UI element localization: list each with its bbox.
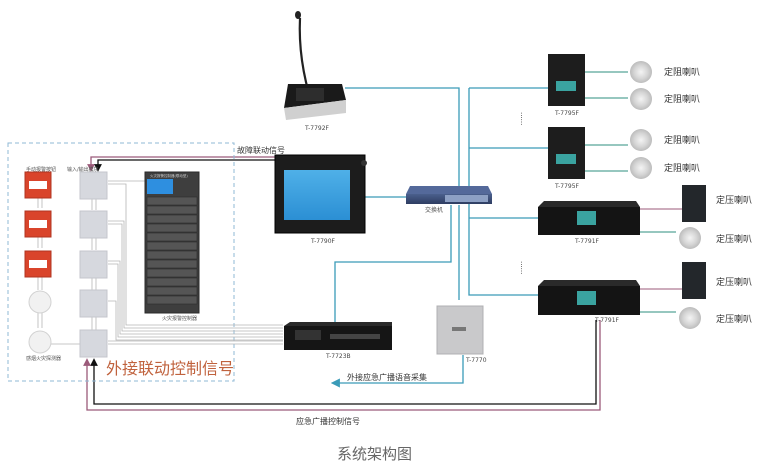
smoke-detector [28, 290, 52, 314]
cv-speaker-label: 定压喇叭 [716, 276, 752, 288]
fixed-speaker-label: 定阻喇叭 [664, 66, 700, 78]
external-linkage-label: 外接联动控制信号 [106, 359, 234, 378]
rack-terminal [538, 201, 640, 235]
rack-terminal [538, 280, 640, 315]
smoke-detector-label: 感烟火灾探测器 [26, 355, 61, 362]
host-controller [274, 154, 367, 234]
fire-panel-label: 火灾报警控制器 [162, 315, 197, 322]
cv-speaker-label: 定压喇叭 [716, 233, 752, 245]
emergency-control-black [90, 320, 597, 405]
io-module [79, 250, 108, 279]
speaker-lines-fixed [585, 71, 628, 172]
manual-alarm-button [24, 250, 52, 278]
fire-alarm-controller: 火灾报警控制器(联动型) [144, 171, 200, 314]
ceiling-speaker [630, 88, 652, 110]
diagram-caption: 系统架构图 [337, 445, 412, 463]
io-module [79, 329, 108, 358]
fixed-speaker-label: 定阻喇叭 [664, 162, 700, 174]
host-model: T-7790F [310, 238, 336, 245]
ceiling-speaker [679, 227, 701, 249]
rack-terminal-2-model: T-7791F [594, 317, 620, 324]
box-speaker [682, 262, 706, 299]
wall-terminal-2-model: T-7795F [554, 183, 580, 190]
smoke-detector [28, 330, 52, 354]
wall-terminal-1-model: T-7795F [554, 110, 580, 117]
ellipsis-lower: ······ [517, 261, 525, 274]
ceiling-speaker [630, 61, 652, 83]
cv-speaker-label: 定压喇叭 [716, 194, 752, 206]
amp-matrix-model: T-7723B [325, 353, 351, 360]
manual-alarm-button [24, 210, 52, 238]
io-module-label: 输入/输出模块 [67, 166, 99, 173]
fixed-speaker-label: 定阻喇叭 [664, 134, 700, 146]
ellipsis-upper: ······ [517, 112, 525, 125]
io-module [79, 210, 108, 239]
amp-matrix [284, 322, 392, 350]
line-collector-voice [330, 355, 464, 388]
manual-alarm-label: 手动报警按钮 [26, 166, 56, 173]
paging-mic-model: T-7792F [304, 125, 330, 132]
rack-terminal-1-model: T-7791F [574, 238, 600, 245]
line-switch-trunk-right [468, 88, 538, 296]
ceiling-speaker [679, 307, 701, 329]
ceiling-speaker [630, 129, 652, 151]
switch-label: 交换机 [425, 206, 443, 214]
network-switch [406, 186, 492, 204]
emergency-control-pink [83, 320, 601, 411]
wall-terminal [548, 54, 585, 106]
fire-panel-title: 火灾报警控制器(联动型) [150, 173, 188, 178]
fixed-speaker-label: 定阻喇叭 [664, 93, 700, 105]
box-speaker [682, 185, 706, 222]
fault-linkage-label: 故障联动信号 [237, 145, 285, 155]
wall-terminal [548, 127, 585, 179]
paging-microphone [284, 11, 346, 120]
fire-group-border [7, 142, 235, 382]
cv-speaker-label: 定压喇叭 [716, 313, 752, 325]
emergency-control-label: 应急广播控制信号 [296, 416, 360, 426]
voice-capture-label: 外接应急广播语音采集 [347, 372, 427, 382]
fault-linkage-pink [87, 156, 283, 172]
fire-alarm-group: 手动报警按钮 输入/输出模块 感烟火灾探测器 [7, 142, 283, 382]
io-modules [79, 171, 108, 358]
voice-collector [436, 305, 484, 355]
control-lines [83, 156, 601, 411]
manual-alarm-button [24, 171, 52, 199]
ceiling-speaker [630, 157, 652, 179]
fault-linkage-black [94, 159, 283, 172]
collector-model: T-7770 [465, 357, 487, 364]
module-wiring [37, 180, 283, 345]
line-switch-to-amp [334, 205, 452, 325]
speaker-lines-cv [640, 208, 682, 313]
line-mic-to-switch [345, 87, 460, 190]
io-module [79, 289, 108, 318]
io-module [79, 171, 108, 200]
